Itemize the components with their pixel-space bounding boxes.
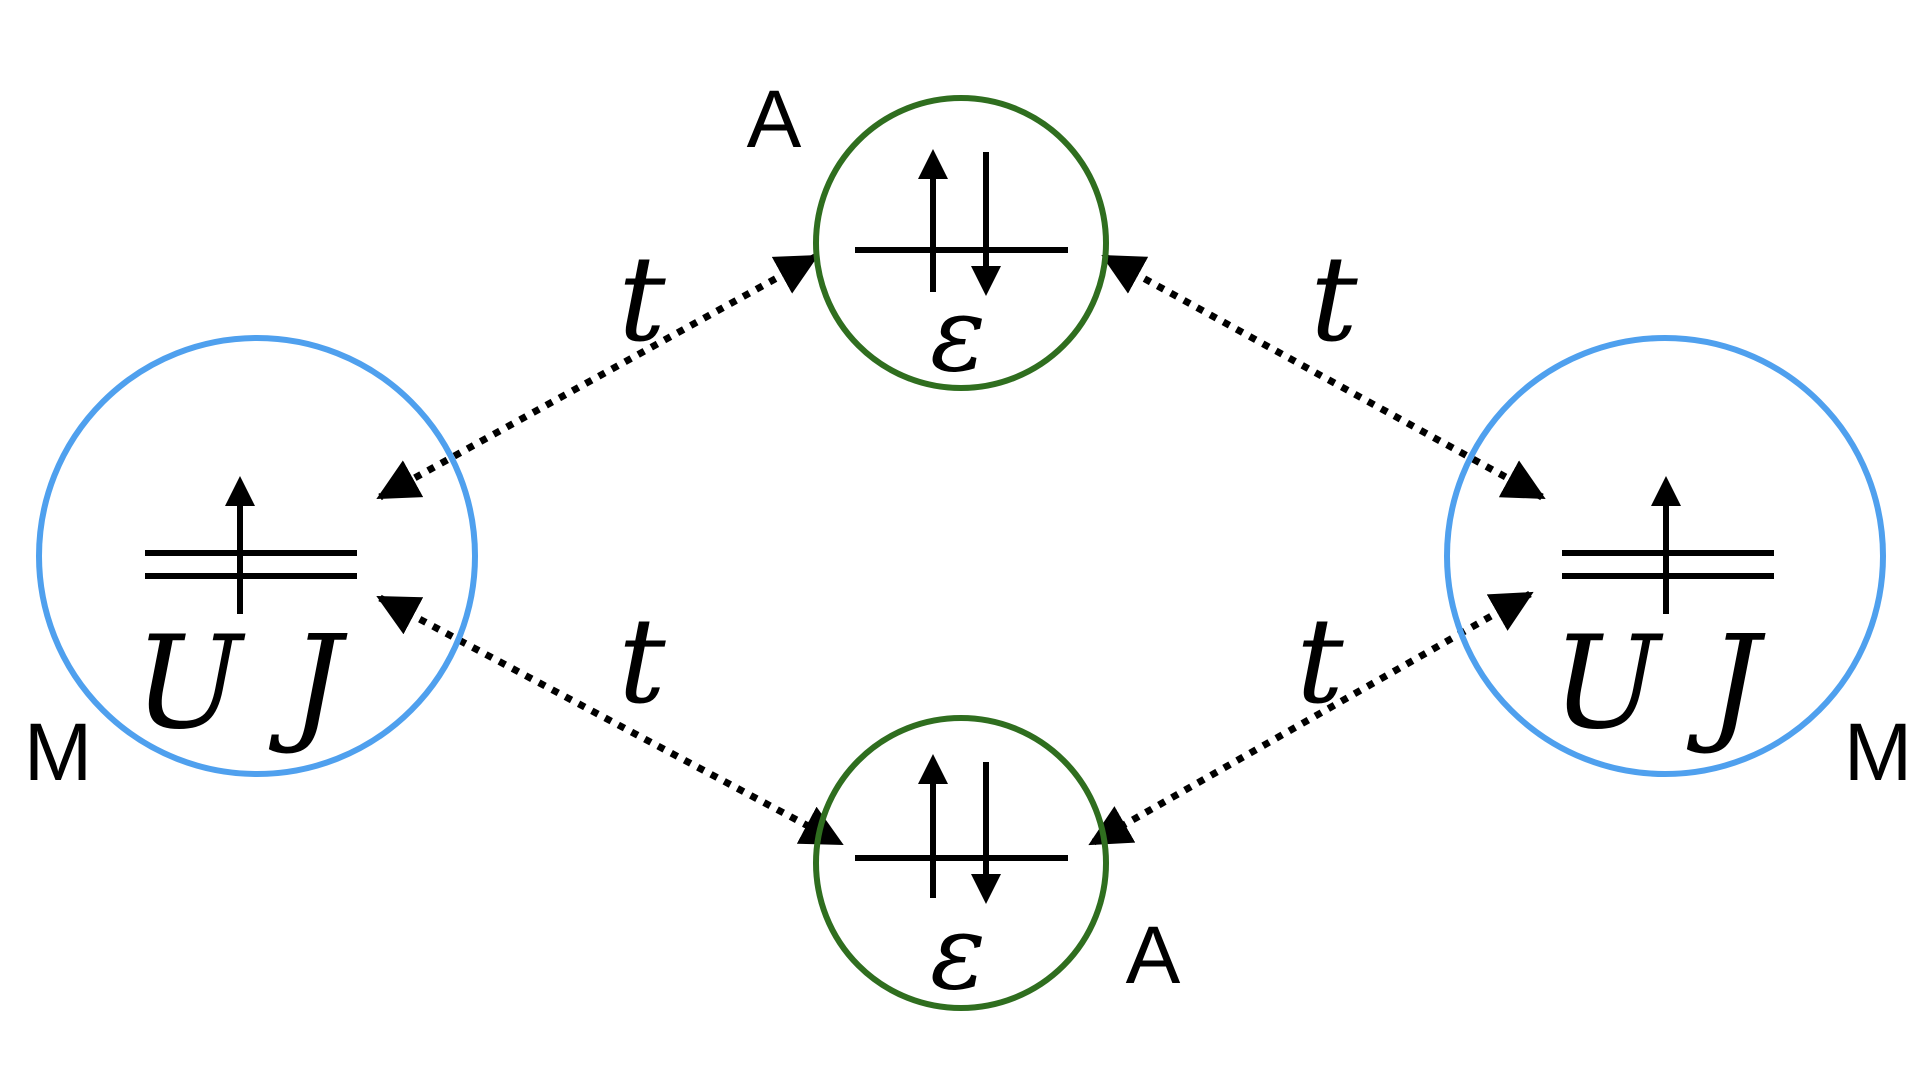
anion-ring-bottom [813,715,1109,1011]
metal-site-right: U J M [1444,335,1912,798]
hund-j-label-right: J [1686,609,1766,758]
anion-site-bottom: ε A [813,715,1181,1013]
metal-ring-left [36,335,478,777]
hopping-link-top-left [376,253,819,501]
hopping-label-bottom-right: t [1296,592,1344,730]
metal-site-left: U J M [24,335,478,798]
hopping-label-top-right: t [1310,230,1358,368]
anion-site-label-top: A [747,74,802,165]
anion-energy-label-bottom: ε [930,891,986,1013]
anion-ring-top [813,95,1109,391]
hopping-link-bottom-left [376,594,844,847]
metal-ring-right [1444,335,1886,777]
anion-site-label-bottom: A [1126,910,1181,1001]
metal-site-label-right: M [1844,707,1912,798]
hopping-label-bottom-left: t [618,592,666,730]
metal-site-label-left: M [24,707,92,798]
hopping-links [376,253,1546,847]
anion-site-top: ε A [747,74,1109,395]
hubbard-u-label-left: U [134,609,246,758]
hund-j-label-left: J [268,609,348,758]
anion-energy-label-top: ε [930,273,986,395]
hopping-label-top-left: t [618,230,666,368]
hopping-labels: t t t t [618,230,1358,730]
hubbard-u-label-right: U [1552,609,1664,758]
